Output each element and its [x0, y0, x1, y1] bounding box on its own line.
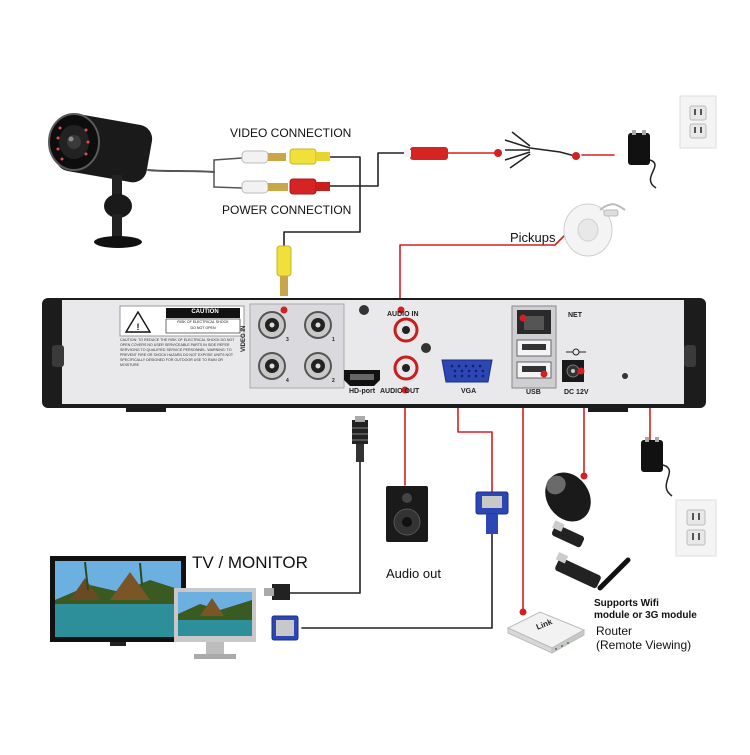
screw-icon — [421, 343, 431, 353]
junction-dot — [577, 367, 585, 375]
mouse-icon — [545, 472, 591, 522]
polarity-symbol-icon — [566, 348, 586, 356]
junction-dot — [519, 314, 527, 322]
wifi-module-icon — [555, 552, 631, 591]
video-in-rca-plug — [276, 245, 292, 296]
power-plug-red-icon — [404, 147, 448, 160]
bnc-number-3: 3 — [286, 337, 289, 343]
bnc-inputs — [249, 303, 345, 389]
video-line — [283, 156, 361, 249]
vga-monitor-plug-icon — [271, 615, 299, 641]
bnc-number-4: 4 — [286, 378, 289, 384]
power-splitter-icon — [504, 131, 576, 169]
bnc-port-3 — [258, 311, 286, 339]
junction-dot — [397, 306, 405, 314]
bnc-number-1: 1 — [332, 337, 335, 343]
caution-sub-1: RISK OF ELECTRICAL SHOCK — [177, 320, 229, 324]
pickup-microphone-icon — [563, 203, 626, 257]
tv-monitor-label: TV / MONITOR — [192, 553, 308, 572]
cctv-camera-icon — [48, 113, 153, 248]
hdmi-monitor-plug-icon — [264, 584, 290, 600]
wall-socket-icon — [675, 499, 717, 557]
bnc-port-1 — [304, 311, 332, 339]
junction-dot — [494, 149, 502, 157]
usb-stick-icon — [551, 520, 585, 548]
audio-out-port — [393, 355, 419, 381]
video-connection-label: VIDEO CONNECTION — [230, 126, 352, 140]
bnc-number-2: 2 — [332, 378, 335, 384]
power-line — [329, 152, 411, 187]
bnc-port-4 — [258, 352, 286, 380]
junction-dot — [572, 152, 580, 160]
usb-port-1 — [516, 339, 552, 357]
pickups-label: Pickups — [510, 230, 556, 245]
camera-video-rca — [241, 148, 330, 165]
router-label-2: (Remote Viewing) — [596, 638, 692, 652]
hd-port-label: HD-port — [349, 388, 376, 395]
screw-icon — [622, 373, 628, 379]
audio-out-device-label: Audio out — [386, 566, 441, 581]
junction-dot — [519, 608, 527, 616]
net-usb-block — [511, 305, 557, 389]
vga-plug-icon — [475, 491, 509, 534]
power-adapter-icon — [628, 130, 657, 189]
caution-sub-2: DO NOT OPEN — [190, 326, 216, 330]
audio-in-line — [399, 231, 569, 309]
router-label-1: Router — [596, 624, 633, 638]
caution-title: CAUTION — [191, 309, 219, 315]
speaker-icon — [386, 486, 428, 542]
supports-wifi-label-1: Supports Wifi — [594, 598, 659, 609]
hdmi-cable-plug-icon — [352, 416, 368, 462]
ethernet-port — [517, 310, 551, 334]
camera-cable — [147, 169, 215, 173]
vga-line — [457, 399, 493, 493]
caution-body-text: CAUTION: TO REDUCE THE RISK OF ELECTRICA… — [120, 338, 235, 367]
camera-power-plug — [241, 178, 330, 195]
caution-label: ! — [119, 305, 245, 337]
vga-port — [441, 359, 493, 383]
audio-in-port — [393, 317, 419, 343]
junction-dot — [280, 306, 288, 314]
hdmi-port — [344, 370, 380, 386]
tv-icon — [50, 556, 186, 646]
supports-wifi-label-2: module or 3G module — [594, 610, 697, 621]
svg-text:!: ! — [137, 322, 140, 332]
audio-out-label: AUDIO OUT — [380, 388, 420, 395]
audio-in-label: AUDIO IN — [387, 311, 419, 318]
usb-label: USB — [526, 389, 541, 396]
junction-dot — [401, 386, 409, 394]
vga-label: VGA — [461, 388, 477, 395]
dc12v-label: DC 12V — [564, 389, 589, 396]
vga-monitor-line — [301, 532, 493, 629]
wall-socket-icon — [679, 95, 717, 149]
screw-icon — [359, 305, 369, 315]
bnc-port-2 — [304, 352, 332, 380]
hdmi-line — [289, 461, 361, 594]
power-adapter-icon — [641, 437, 673, 497]
net-label: NET — [568, 312, 582, 319]
video-in-label: VIDEO IN — [241, 325, 247, 352]
dc-power-jack — [562, 360, 584, 382]
power-connection-label: POWER CONNECTION — [222, 203, 352, 217]
router-icon — [506, 611, 586, 654]
monitor-icon — [174, 588, 256, 659]
junction-dot — [580, 472, 588, 480]
junction-dot — [540, 370, 548, 378]
